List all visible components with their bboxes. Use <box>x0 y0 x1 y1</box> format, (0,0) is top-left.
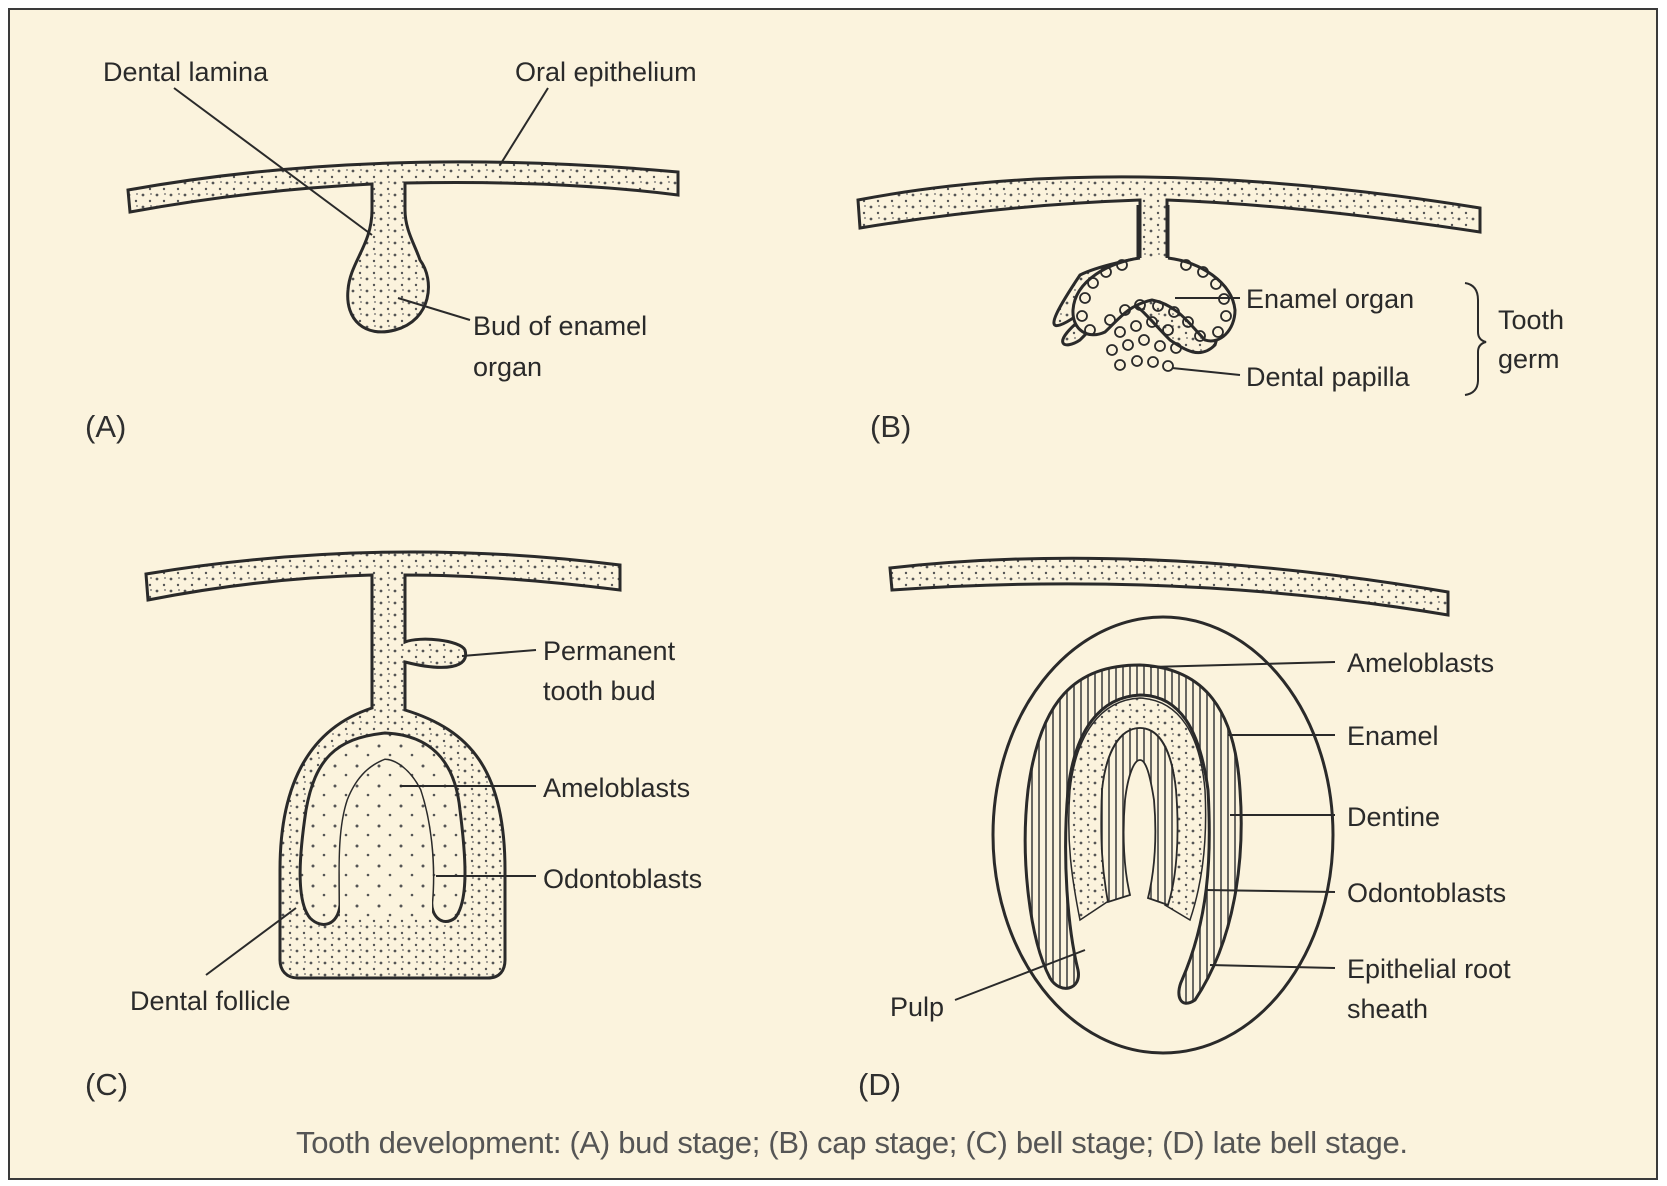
leader-dental-lamina <box>174 88 372 235</box>
panel-c-tag: (C) <box>85 1067 128 1102</box>
label-odontoblasts-d: Odontoblasts <box>1347 878 1506 908</box>
label-dentine-d: Dentine <box>1347 802 1440 832</box>
dentine-layer-d <box>1101 728 1177 905</box>
label-dental-follicle: Dental follicle <box>130 986 291 1016</box>
oral-epithelium-band-a <box>128 162 678 332</box>
leader-oral-epithelium <box>500 88 548 165</box>
leader-dental-papilla <box>1172 368 1240 375</box>
figure-caption: Tooth development: (A) bud stage; (B) ca… <box>296 1125 1626 1161</box>
label-ameloblasts-c: Ameloblasts <box>543 773 690 803</box>
tooth-germ-brace <box>1465 283 1486 395</box>
label-tooth-germ-line2: germ <box>1498 344 1560 374</box>
leader-ameloblasts-d <box>1150 662 1335 667</box>
leader-root-sheath <box>1210 965 1335 968</box>
label-bud-line2: organ <box>473 352 542 382</box>
label-dental-lamina: Dental lamina <box>103 57 269 87</box>
panel-a-tag: (A) <box>85 409 126 444</box>
label-permanent-line1: Permanent <box>543 636 676 666</box>
panel-d-tag: (D) <box>858 1067 901 1102</box>
label-root-line1: Epithelial root <box>1347 954 1511 984</box>
label-oral-epithelium: Oral epithelium <box>515 57 697 87</box>
panel-a: Dental lamina Oral epithelium Bud of ena… <box>85 57 697 444</box>
label-bud-line1: Bud of enamel <box>473 311 647 341</box>
label-odontoblasts-c: Odontoblasts <box>543 864 702 894</box>
panel-d: Ameloblasts Enamel Dentine Odontoblasts … <box>858 558 1511 1102</box>
oral-epithelium-band-d <box>890 558 1448 615</box>
label-pulp: Pulp <box>890 992 944 1022</box>
panel-b: Enamel organ Dental papilla Tooth germ (… <box>858 177 1564 444</box>
panel-c: Permanent tooth bud Ameloblasts Odontobl… <box>85 552 702 1102</box>
label-ameloblasts-d: Ameloblasts <box>1347 648 1494 678</box>
label-permanent-line2: tooth bud <box>543 676 656 706</box>
panel-b-tag: (B) <box>870 409 911 444</box>
dental-papilla-cells <box>1107 317 1181 371</box>
label-enamel-d: Enamel <box>1347 721 1439 751</box>
label-tooth-germ-line1: Tooth <box>1498 305 1564 335</box>
leader-permanent-bud <box>462 650 536 656</box>
label-dental-papilla: Dental papilla <box>1246 362 1411 392</box>
label-enamel-organ: Enamel organ <box>1246 284 1414 314</box>
label-root-line2: sheath <box>1347 994 1428 1024</box>
